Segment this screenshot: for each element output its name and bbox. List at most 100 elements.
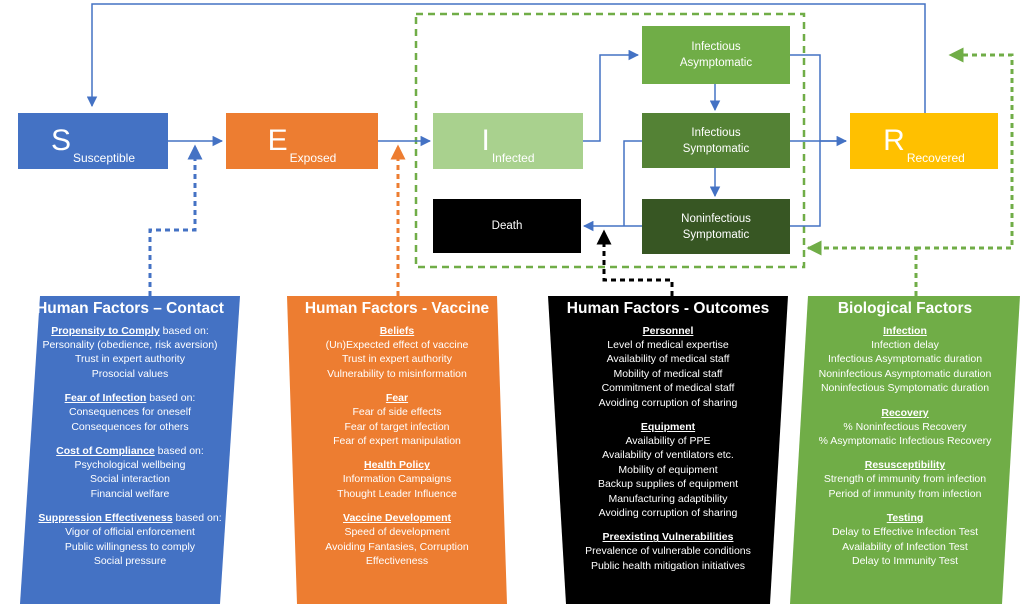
section-heading: Fear [385,392,409,405]
panel-contact-content: Human Factors – Contact Propensity to Co… [20,300,240,578]
panel-contact-section: Propensity to Comply based on: Personali… [20,324,240,381]
panel-item: Thought Leader Influence [337,487,457,500]
panel-item: Consequences for oneself [69,406,191,419]
panel-biological-factors: Biological Factors Infection Infection d… [790,296,1020,604]
panel-item: Infection delay [871,339,939,351]
susceptible-label: Susceptible [72,151,136,165]
panel-item: Availability of Infection Test [842,540,968,553]
panel-contact-section: Cost of Compliance based on: Psychologic… [20,444,240,501]
recovered-box: R Recovered [850,113,998,169]
panel-human-factors-contact: Human Factors – Contact Propensity to Co… [20,296,240,604]
panel-vaccine-section: Health Policy Information Campaigns Thou… [287,458,507,501]
section-heading-suffix: based on: [172,512,222,525]
susceptible-letter: S [50,124,71,157]
infectious-asymptomatic-box: Infectious Asymptomatic [642,26,790,84]
panel-item: Noninfectious Asymptomatic duration [818,367,992,380]
section-heading: Cost of Compliance [56,445,155,458]
infectious-symptomatic-box: Infectious Symptomatic [642,113,790,168]
arrow-symptomatic-to-death [623,140,642,226]
section-heading: Personnel [642,325,694,337]
section-heading-suffix: based on: [154,445,204,458]
panel-item: Availability of medical staff [606,353,730,366]
panel-item: Backup supplies of equipment [597,478,739,491]
panel-outcomes-section: Personnel Level of medical expertise Ava… [548,324,788,410]
section-heading: Equipment [640,421,696,434]
section-heading: Fear of Infection [64,392,147,405]
section-heading: Vaccine Development [343,512,451,525]
arrow-infected-to-asymptomatic [583,49,640,142]
noninfectious-line2: Symptomatic [682,228,750,241]
panel-item: Prosocial values [91,367,169,380]
panel-biological-shape [790,296,1020,604]
panel-item: Effectiveness [365,555,429,568]
panel-outcomes-content: Human Factors - Outcomes Personnel Level… [548,300,788,583]
panel-biological-content: Biological Factors Infection Infection d… [790,300,1020,578]
infected-box: I Infected [433,113,583,169]
panel-vaccine-section: Vaccine Development Speed of development… [287,511,507,568]
panel-item: Infectious Asymptomatic duration [827,353,983,366]
death-label: Death [491,220,523,232]
influence-outcomes-arrow [596,229,674,296]
panel-item: Commitment of medical staff [601,382,735,395]
section-heading: Propensity to Comply [51,325,160,337]
arrow-noninfectious-to-recovered [790,141,821,227]
panel-item: Availability of PPE [625,435,711,448]
panel-outcomes-section: Equipment Availability of PPE Availabili… [548,420,788,520]
panel-item: Public willingness to comply [64,540,196,553]
panel-item: Trust in expert authority [342,353,452,366]
panel-item: Social interaction [90,473,170,486]
panel-item: Social pressure [93,555,167,568]
panel-item: Trust in expert authority [75,353,185,366]
panel-vaccine-section: Fear Fear of side effects Fear of target… [287,391,507,448]
panel-item: Public health mitigation initiatives [590,559,746,572]
panel-biological-section: Testing Delay to Effective Infection Tes… [790,511,1020,568]
panel-outcomes-title: Human Factors - Outcomes [566,300,770,317]
panel-item: Personality (obedience, risk aversion) [42,339,218,351]
section-heading-suffix: based on: [159,325,209,337]
panel-contact-section: Suppression Effectiveness based on: Vigo… [20,511,240,568]
asymptomatic-line2: Asymptomatic [679,57,753,69]
panel-biological-section: Recovery % Noninfectious Recovery % Asym… [790,406,1020,449]
section-heading: Beliefs [379,325,415,337]
section-heading: Preexisting Vulnerabilities [602,531,734,544]
section-heading-suffix: based on: [146,392,196,405]
panel-contact-title: Human Factors – Contact [36,300,224,317]
panel-item: Availability of ventilators etc. [602,449,734,462]
panel-biological-section: Infection Infection delay Infectious Asy… [790,324,1020,396]
panel-item: Prevalence of vulnerable conditions [585,545,751,558]
section-heading: Suppression Effectiveness [38,512,173,525]
panel-outcomes-section: Preexisting Vulnerabilities Prevalence o… [548,530,788,573]
infected-letter: I [481,124,490,157]
panel-item: % Asymptomatic Infectious Recovery [818,435,992,448]
panel-item: Level of medical expertise [607,339,729,351]
exposed-label: Exposed [289,151,337,165]
panel-vaccine-shape [287,296,507,604]
panel-item: Mobility of medical staff [613,367,723,380]
noninfectious-symptomatic-box: Noninfectious Symptomatic [642,199,790,254]
recovered-letter: R [883,124,905,157]
panel-item: Strength of immunity from infection [823,473,987,486]
panel-item: Fear of side effects [352,406,442,419]
section-heading: Resusceptibility [864,459,946,472]
influence-biological-arrow-upper [806,240,918,296]
arrow-asymptomatic-to-recovered [790,54,848,147]
symptomatic-line1: Infectious [691,126,741,139]
panel-item: Fear of target infection [344,420,450,433]
noninfectious-line1: Noninfectious [681,212,751,225]
panel-item: Vigor of official enforcement [65,526,195,539]
panel-item: Speed of development [344,526,450,539]
infected-label: Infected [491,151,535,165]
section-heading: Recovery [881,406,929,419]
section-heading: Infection [883,325,927,337]
panel-item: Psychological wellbeing [74,459,186,472]
exposed-letter: E [267,124,288,157]
panel-biological-section: Resusceptibility Strength of immunity fr… [790,458,1020,501]
panel-item: Avoiding Fantasies, Corruption [325,540,469,553]
panel-item: Information Campaigns [342,473,452,486]
panel-vaccine-section: Beliefs (Un)Expected effect of vaccine T… [287,324,507,381]
susceptible-box: S Susceptible [18,113,168,169]
panel-human-factors-vaccine: Human Factors - Vaccine Beliefs (Un)Expe… [287,296,507,604]
section-heading: Testing [886,512,924,525]
arrow-recovered-to-susceptible [86,3,926,113]
panel-contact-shape [20,296,240,604]
